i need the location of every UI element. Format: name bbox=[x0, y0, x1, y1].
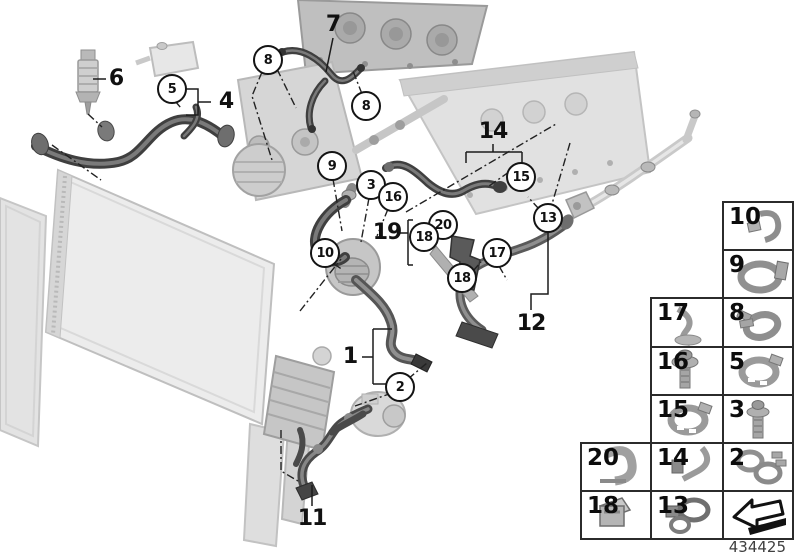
band-clamp-icon bbox=[738, 353, 784, 388]
callout-19-label[interactable]: 19 bbox=[372, 220, 403, 245]
callout-12-label[interactable]: 12 bbox=[516, 311, 547, 336]
callout-7-label[interactable]: 7 bbox=[325, 12, 341, 37]
collar-screw-icon-2 bbox=[746, 400, 770, 439]
water-pump bbox=[350, 391, 406, 437]
callout-11-label[interactable]: 11 bbox=[297, 506, 328, 531]
legend-number-16: 16 bbox=[657, 349, 690, 375]
legend-number-10: 10 bbox=[729, 204, 762, 230]
condenser-panel bbox=[0, 196, 48, 448]
callout-circle-18-upper[interactable]: 18 bbox=[409, 222, 439, 252]
pipe-clip-icon bbox=[746, 210, 782, 243]
callout-circle-17[interactable]: 17 bbox=[482, 238, 512, 268]
callout-circle-5[interactable]: 5 bbox=[157, 74, 187, 104]
double-clamp-icon bbox=[735, 449, 787, 485]
drawing-number: 434425 bbox=[728, 538, 786, 556]
legend-number-2: 2 bbox=[729, 445, 746, 471]
coolant-metal-pipe bbox=[564, 109, 701, 220]
legend-number-17: 17 bbox=[657, 300, 690, 326]
callout-14-label[interactable]: 14 bbox=[478, 119, 509, 144]
legend-number-13: 13 bbox=[657, 493, 690, 519]
legend-number-15: 15 bbox=[657, 397, 690, 423]
square-clip-icon bbox=[598, 497, 632, 527]
callout-6-label[interactable]: 6 bbox=[108, 66, 124, 91]
callout-circle-13[interactable]: 13 bbox=[533, 203, 563, 233]
callout-circle-8-right[interactable]: 8 bbox=[351, 91, 381, 121]
legend-number-8: 8 bbox=[729, 300, 746, 326]
spring-clamp-icon bbox=[736, 309, 782, 341]
u-clip-icon bbox=[600, 446, 637, 486]
callout-circle-18-lower[interactable]: 18 bbox=[447, 263, 477, 293]
hose-1 bbox=[351, 275, 433, 373]
callout-circle-10[interactable]: 10 bbox=[310, 238, 340, 268]
ring-holder-icon bbox=[665, 497, 711, 534]
callout-circle-9[interactable]: 9 bbox=[317, 151, 347, 181]
callout-circle-8-left[interactable]: 8 bbox=[253, 45, 283, 75]
vent-pipe bbox=[352, 95, 448, 154]
collar-screw-icon bbox=[671, 349, 699, 389]
callout-4-label[interactable]: 4 bbox=[218, 89, 234, 114]
callout-circle-2[interactable]: 2 bbox=[385, 372, 415, 402]
legend-number-3: 3 bbox=[729, 397, 746, 423]
callout-1-label[interactable]: 1 bbox=[342, 344, 358, 369]
holder-clip-icon bbox=[674, 306, 702, 346]
expansion-reservoir bbox=[135, 40, 200, 78]
leader-lines-dashdot bbox=[51, 68, 571, 482]
ring-clamp-icon bbox=[737, 260, 789, 294]
coolant-level-sensor bbox=[75, 49, 101, 115]
legend-number-18: 18 bbox=[587, 493, 620, 519]
upper-radiator-hose bbox=[31, 103, 235, 169]
band-clamp-icon-2 bbox=[667, 401, 713, 436]
legend-number-14: 14 bbox=[657, 445, 690, 471]
legend-number-20: 20 bbox=[587, 445, 620, 471]
bracket-clip-icon bbox=[671, 446, 711, 482]
callout-circle-16[interactable]: 16 bbox=[378, 182, 408, 212]
hose-14 bbox=[382, 160, 507, 198]
legend-number-9: 9 bbox=[729, 252, 746, 278]
leader-lines-solid bbox=[93, 37, 549, 506]
callout-circle-15[interactable]: 15 bbox=[506, 162, 536, 192]
right-cylinder-head bbox=[398, 50, 652, 216]
left-valve-cover bbox=[296, 0, 489, 76]
transmission-oil-cooler bbox=[262, 346, 336, 452]
radiator bbox=[44, 168, 276, 426]
legend-number-5: 5 bbox=[729, 349, 746, 375]
back-arrow-icon bbox=[732, 498, 786, 535]
